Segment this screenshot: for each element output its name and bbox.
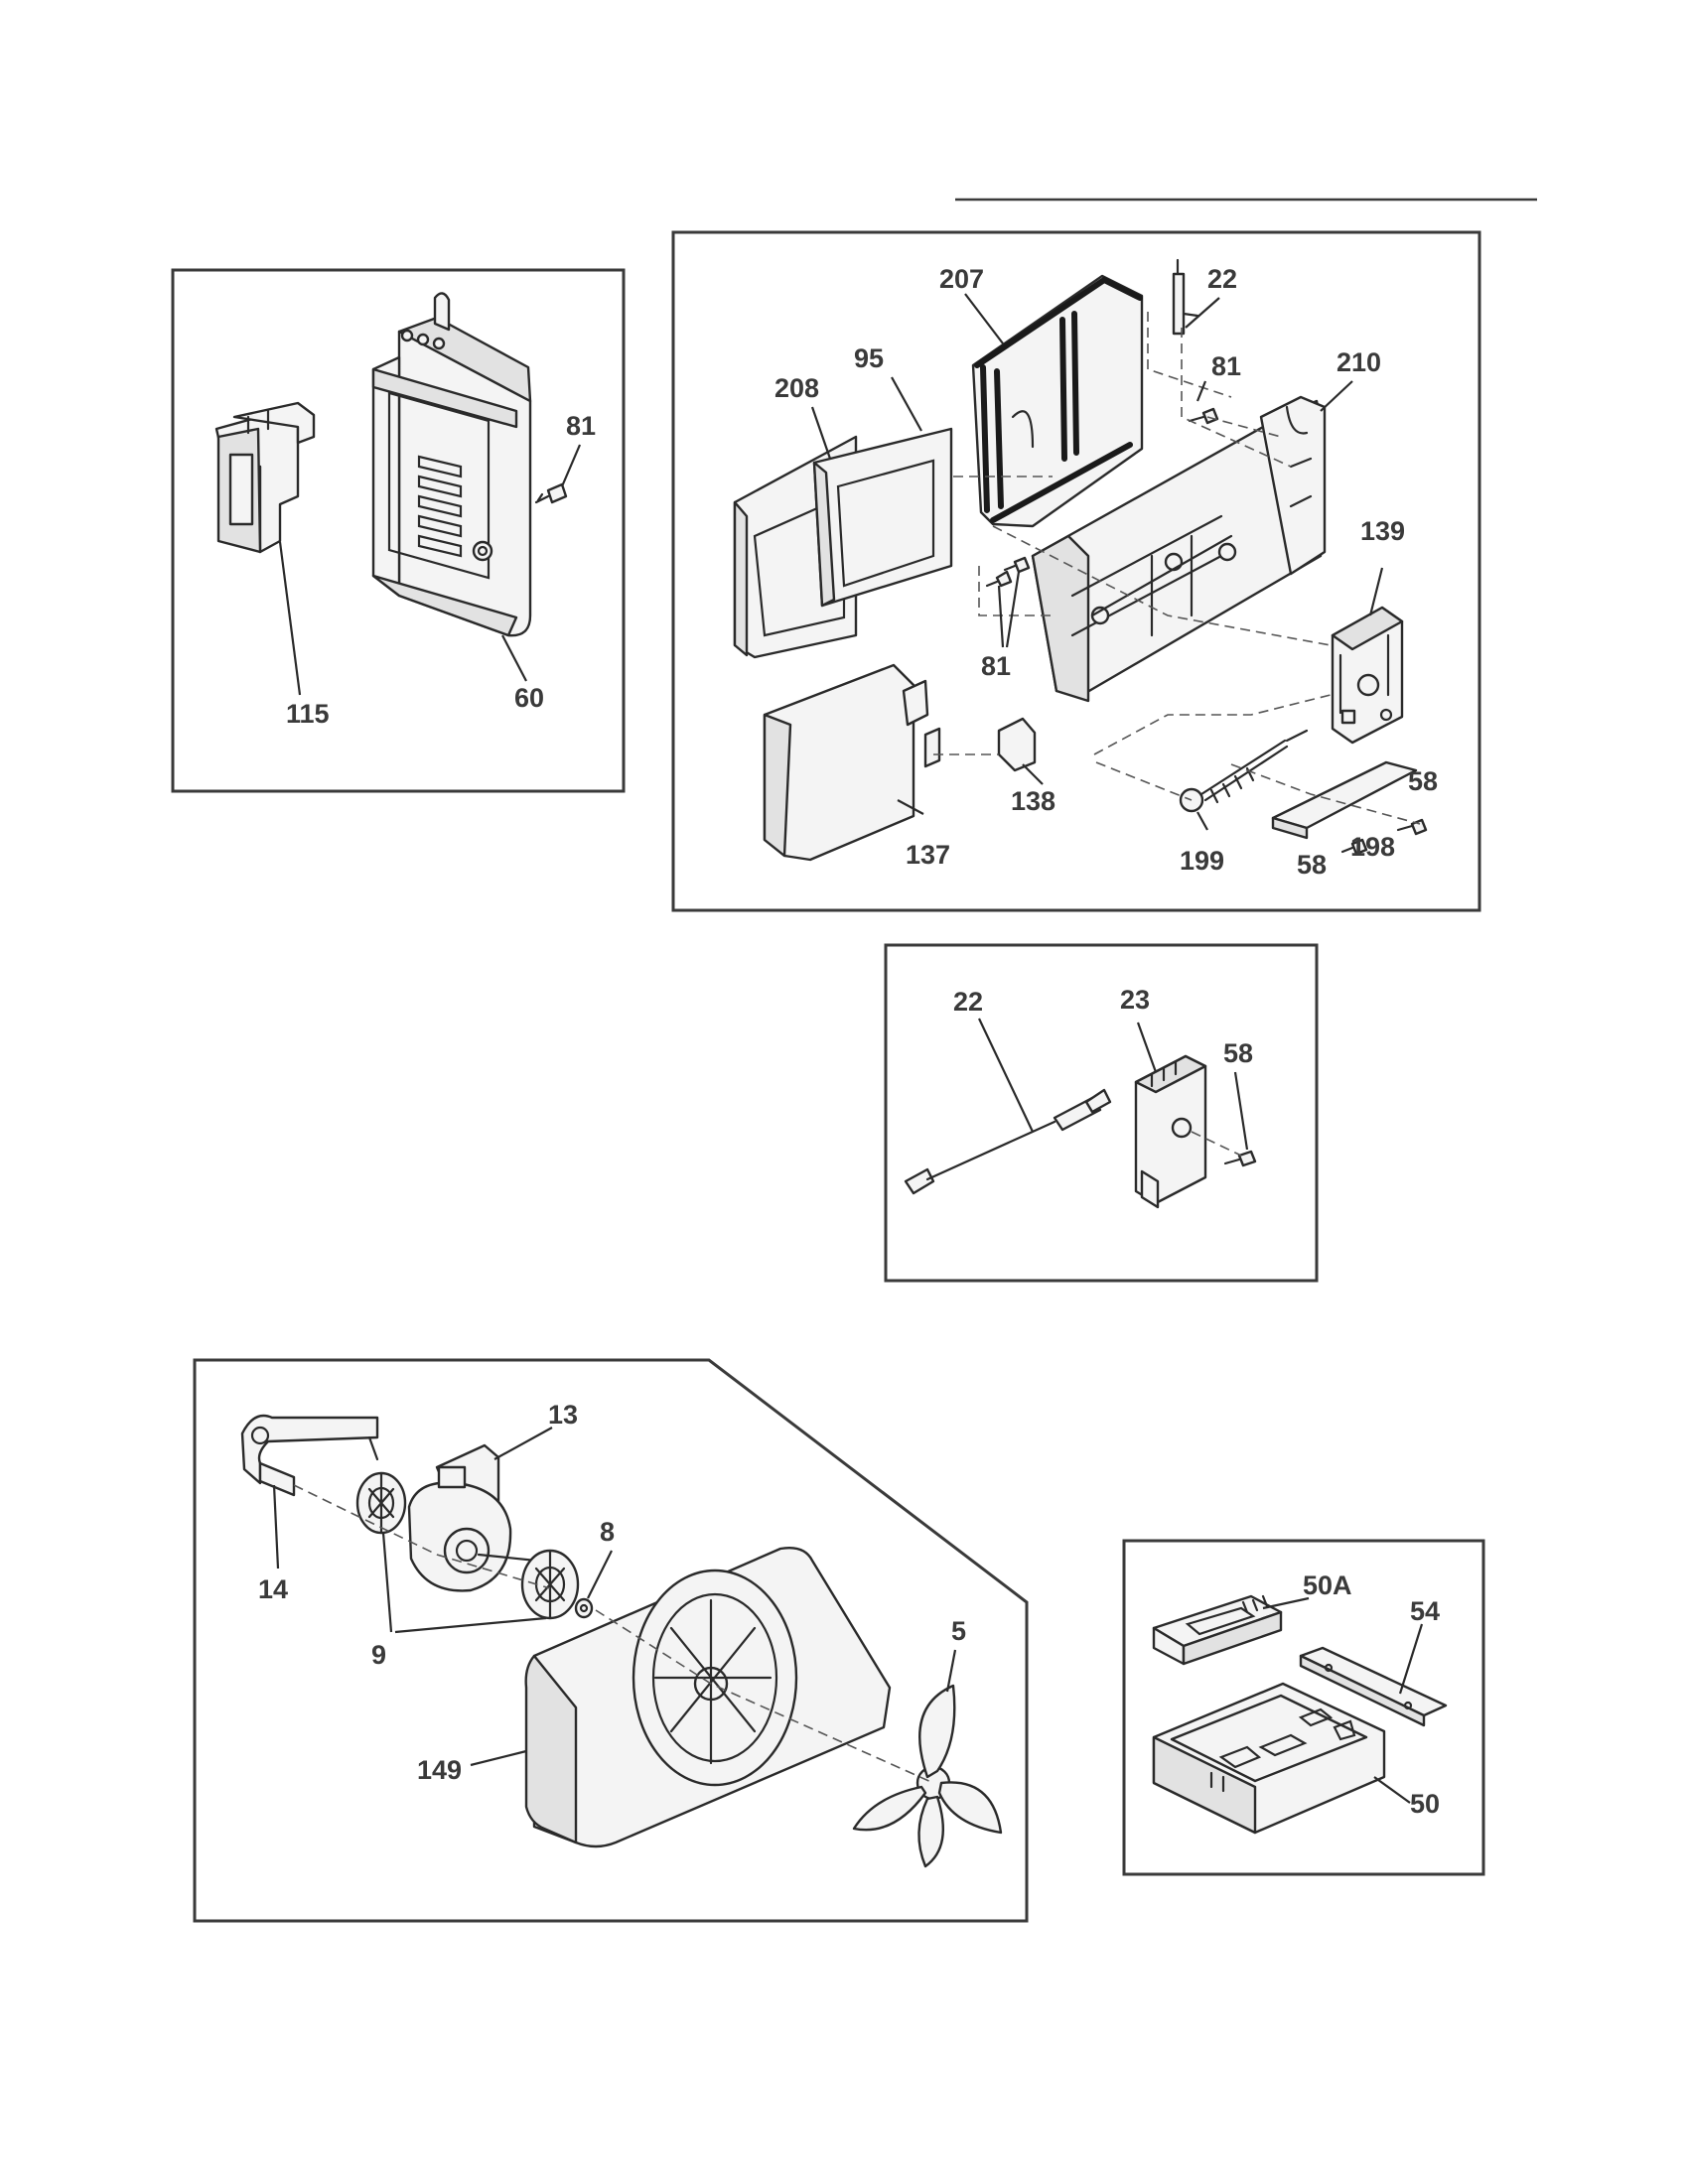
callout-23: 23 <box>1120 985 1150 1015</box>
callout-149: 149 <box>417 1755 462 1785</box>
part-5-fan-blade <box>852 1684 1003 1868</box>
part-50A-board <box>1152 1594 1283 1666</box>
callout-58: 58 <box>1408 766 1438 796</box>
callout-5: 5 <box>951 1616 966 1646</box>
part-149-shroud <box>524 1547 892 1848</box>
callout-50A: 50A <box>1303 1570 1352 1600</box>
panel-e-frame <box>1122 1539 1485 1876</box>
callout-208: 208 <box>774 373 819 403</box>
part-81-screw-d <box>1003 556 1031 574</box>
part-9-wheel-a <box>355 1471 407 1535</box>
panel-d-frame <box>193 1358 1029 1923</box>
part-54-strip <box>1299 1646 1448 1727</box>
part-13-motor <box>407 1443 538 1592</box>
part-23-cover <box>1134 1054 1207 1209</box>
callout-81: 81 <box>566 411 596 441</box>
callout-199: 199 <box>1180 846 1224 876</box>
part-14-bracket <box>240 1414 379 1497</box>
callout-58: 58 <box>1223 1038 1253 1068</box>
part-137-box <box>763 663 941 862</box>
panel-damper-housing: 115 60 81 <box>171 268 626 793</box>
callout-54: 54 <box>1410 1596 1440 1626</box>
part-8-washer <box>574 1597 594 1619</box>
callout-95: 95 <box>854 343 884 373</box>
callout-58: 58 <box>1297 850 1327 880</box>
callout-137: 137 <box>906 840 950 870</box>
part-60-housing <box>371 292 532 637</box>
callout-8: 8 <box>600 1517 615 1547</box>
callout-60: 60 <box>514 683 544 713</box>
callout-14: 14 <box>258 1574 288 1604</box>
part-139-switch <box>1331 606 1404 745</box>
callout-22: 22 <box>1207 264 1237 294</box>
panel-a-frame <box>171 268 626 793</box>
part-207-frame <box>971 274 1144 528</box>
callout-50: 50 <box>1410 1789 1440 1819</box>
panel-sensor-cover: 22 23 58 <box>884 943 1319 1283</box>
part-9-wheel-b <box>520 1549 580 1620</box>
callout-207: 207 <box>939 264 984 294</box>
callout-210: 210 <box>1336 347 1381 377</box>
part-95-filter <box>812 427 953 608</box>
callout-198: 198 <box>1350 832 1395 862</box>
part-81-screw-a <box>534 482 568 504</box>
panel-c-frame <box>884 943 1319 1283</box>
callout-81: 81 <box>1211 351 1241 381</box>
callout-138: 138 <box>1011 786 1055 816</box>
part-58-screw-b <box>1340 838 1368 856</box>
part-81-screw-c <box>985 570 1013 588</box>
part-22-sensor-lead <box>904 1088 1112 1195</box>
panel-fan-assembly: 13 14 8 9 5 149 <box>193 1358 1029 1923</box>
callout-9: 9 <box>371 1640 386 1670</box>
part-81-screw-b <box>1188 407 1219 425</box>
part-58-screw-a <box>1396 818 1428 836</box>
part-138-clip <box>997 717 1037 772</box>
panel-control-housing: 50A 54 50 <box>1122 1539 1485 1876</box>
part-58-screw-c <box>1223 1150 1257 1167</box>
callout-81: 81 <box>981 651 1011 681</box>
panel-b-frame <box>671 230 1481 912</box>
part-115-bracket <box>214 401 316 554</box>
housing-louvers <box>417 455 463 558</box>
callout-139: 139 <box>1360 516 1405 546</box>
part-50-tray <box>1152 1682 1386 1835</box>
callout-115: 115 <box>286 699 330 729</box>
part-198-plate <box>1271 760 1418 840</box>
part-22-sensor <box>1172 258 1199 336</box>
part-210-bracket <box>1031 395 1327 703</box>
panel-control-assembly: 207 22 81 210 208 95 139 81 137 138 199 … <box>671 230 1481 912</box>
part-199-spring <box>1179 729 1309 813</box>
callout-13: 13 <box>548 1400 578 1430</box>
callout-22: 22 <box>953 987 983 1017</box>
